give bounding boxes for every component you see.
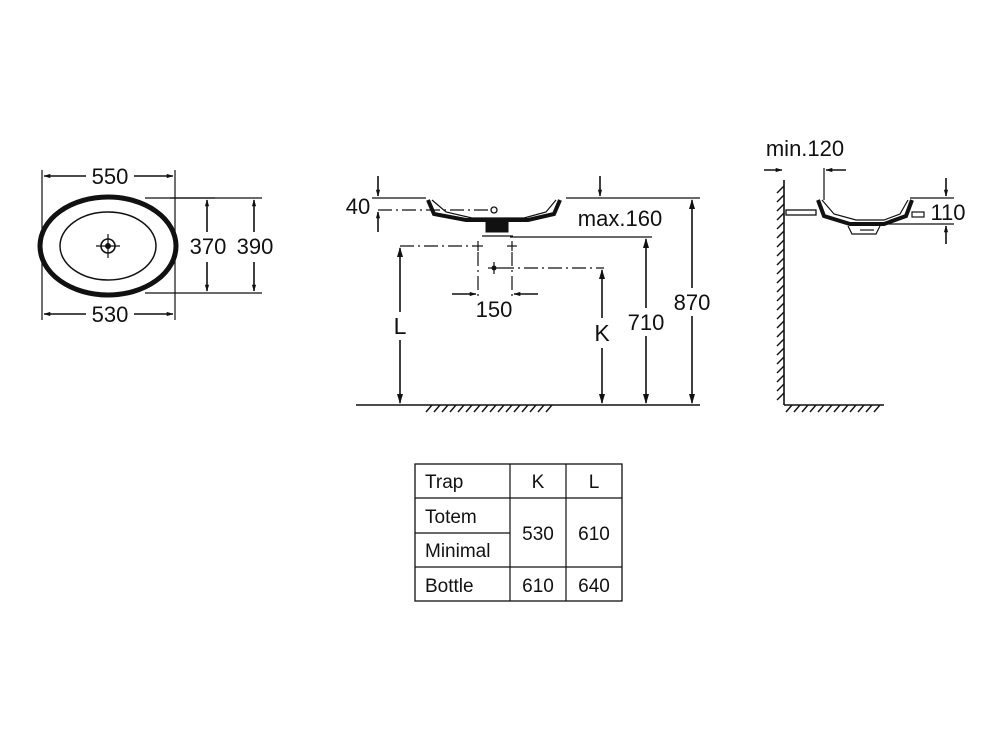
hatch-stroke bbox=[776, 248, 785, 257]
table-header-trap: Trap bbox=[425, 472, 463, 493]
hatch-stroke bbox=[776, 221, 785, 230]
table-cell-k: 530 bbox=[522, 524, 554, 545]
dim-max: max.160 bbox=[578, 206, 662, 231]
hatch-stroke bbox=[776, 383, 785, 392]
hatch-stroke bbox=[776, 257, 785, 266]
dim-label-L: L bbox=[394, 313, 407, 339]
hatch-stroke bbox=[537, 404, 545, 413]
table-cell-trap: Minimal bbox=[425, 541, 490, 562]
hatch-stroke bbox=[776, 230, 785, 239]
hatch-stroke bbox=[425, 404, 433, 413]
table-header-l: L bbox=[589, 472, 600, 493]
dim-waste-spacing: 150 bbox=[476, 297, 513, 322]
hatch-stroke bbox=[849, 404, 857, 413]
hatch-stroke bbox=[521, 404, 529, 413]
hatch-stroke bbox=[801, 404, 809, 413]
side-basin-section bbox=[816, 199, 914, 226]
hatch-stroke bbox=[457, 404, 465, 413]
hatch-stroke bbox=[793, 404, 801, 413]
floor-hatch bbox=[785, 404, 881, 413]
dim-width-inner: 530 bbox=[92, 302, 129, 327]
hatch-stroke bbox=[776, 365, 785, 374]
hatch-stroke bbox=[776, 185, 785, 194]
hatch-stroke bbox=[545, 404, 553, 413]
hatch-stroke bbox=[785, 404, 793, 413]
dim-height-side: 110 bbox=[930, 200, 965, 225]
hatch-stroke bbox=[489, 404, 497, 413]
hatch-stroke bbox=[776, 239, 785, 248]
hatch-stroke bbox=[809, 404, 817, 413]
basin-section bbox=[426, 199, 562, 222]
hatch-stroke bbox=[776, 293, 785, 302]
waste-marker-right bbox=[507, 241, 517, 251]
hatch-stroke bbox=[776, 203, 785, 212]
trap-table: Trap K L Totem 530 610 Minimal Bottle 61… bbox=[414, 463, 623, 602]
hatch-stroke bbox=[776, 275, 785, 284]
hatch-stroke bbox=[776, 311, 785, 320]
table-cell-trap: Bottle bbox=[425, 576, 474, 597]
wall-hatch bbox=[776, 185, 785, 401]
front-view: 40 max.160 150 L K bbox=[346, 176, 714, 413]
side-view: min.120 110 bbox=[764, 136, 966, 413]
basin-inner-bowl bbox=[59, 211, 157, 281]
hatch-stroke bbox=[776, 212, 785, 221]
hatch-stroke bbox=[776, 194, 785, 203]
table-cell-l: 610 bbox=[578, 524, 610, 545]
hatch-stroke bbox=[513, 404, 521, 413]
dim-depth-outer: 390 bbox=[237, 234, 274, 259]
hatch-stroke bbox=[529, 404, 537, 413]
trap-marker bbox=[488, 262, 500, 274]
dim-label-K: K bbox=[594, 320, 610, 346]
waste-marker-left bbox=[473, 241, 483, 251]
hatch-stroke bbox=[776, 392, 785, 401]
top-view: 550 530 370 390 bbox=[37, 164, 274, 327]
table-cell-k: 610 bbox=[522, 576, 554, 597]
hatch-stroke bbox=[873, 404, 881, 413]
basin-outer-rim bbox=[37, 194, 179, 298]
hatch-stroke bbox=[857, 404, 865, 413]
hatch-stroke bbox=[505, 404, 513, 413]
floor-hatch bbox=[425, 404, 553, 413]
hatch-stroke bbox=[776, 284, 785, 293]
hatch-stroke bbox=[776, 266, 785, 275]
hatch-stroke bbox=[497, 404, 505, 413]
dim-870: 870 bbox=[674, 290, 711, 315]
hatch-stroke bbox=[776, 374, 785, 383]
hatch-stroke bbox=[865, 404, 873, 413]
dim-710: 710 bbox=[628, 310, 665, 335]
hatch-stroke bbox=[776, 320, 785, 329]
hatch-stroke bbox=[449, 404, 457, 413]
hatch-stroke bbox=[481, 404, 489, 413]
dim-width-outer: 550 bbox=[92, 164, 129, 189]
drain-icon bbox=[96, 234, 120, 258]
table-header-k: K bbox=[532, 472, 545, 493]
hatch-stroke bbox=[776, 347, 785, 356]
hatch-stroke bbox=[817, 404, 825, 413]
hatch-stroke bbox=[465, 404, 473, 413]
hatch-stroke bbox=[433, 404, 441, 413]
hatch-stroke bbox=[776, 338, 785, 347]
hatch-stroke bbox=[776, 302, 785, 311]
dim-depth-inner: 370 bbox=[190, 234, 227, 259]
dim-rim-height: 40 bbox=[346, 194, 370, 219]
hatch-stroke bbox=[841, 404, 849, 413]
hatch-stroke bbox=[833, 404, 841, 413]
hatch-stroke bbox=[441, 404, 449, 413]
hatch-stroke bbox=[473, 404, 481, 413]
hatch-stroke bbox=[776, 356, 785, 365]
table-cell-trap: Totem bbox=[425, 507, 477, 528]
hatch-stroke bbox=[776, 329, 785, 338]
dim-min: min.120 bbox=[766, 136, 844, 161]
table-cell-l: 640 bbox=[578, 576, 610, 597]
hatch-stroke bbox=[825, 404, 833, 413]
